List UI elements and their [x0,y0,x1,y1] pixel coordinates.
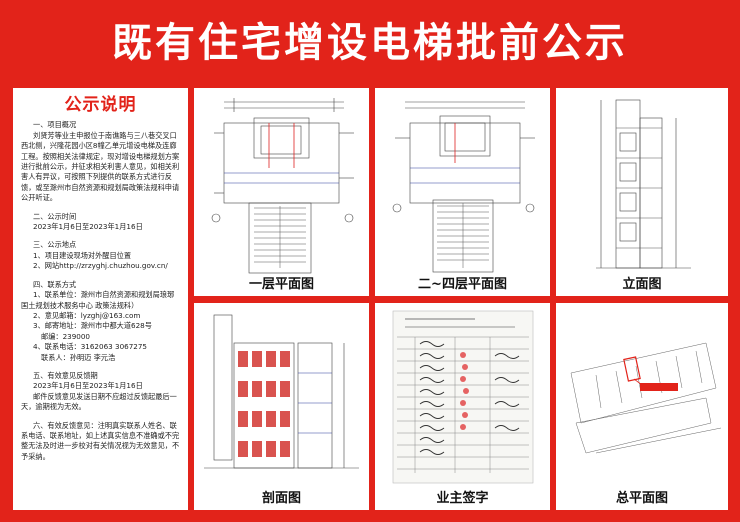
section-2-body: 2023年1月6日至2023年1月16日 [33,222,143,232]
site-plan-drawing [570,342,722,454]
signature-sheet-drawing [392,310,534,484]
section-5-note: 邮件反馈意见发送日期不应超过反馈起最后一天，逾期视为无效。 [21,391,177,412]
section-6-body: 六、有效反馈意见：注明真实联系人姓名、联系电话、联系地址，如上述真实信息不准确或… [21,420,180,461]
caption-site-plan: 总平面图 [615,491,668,506]
section-1-body: 刘贤芳等业主申报位于南谯路与三八巷交叉口西北侧，兴隆花园小区8幢乙单元增设电梯及… [21,130,180,203]
caption-upper-floor-plan: 二~四层平面图 [418,277,507,292]
section-5-body: 2023年1月6日至2023年1月16日 [33,381,143,391]
panel-site-plan: 总平面图 [556,303,728,510]
section-drawing [204,314,359,469]
caption-section: 剖面图 [261,491,301,506]
section-2-title: 二、公示时间 [33,211,77,221]
notice-heading: 公示说明 [64,95,137,115]
section-1-title: 一、项目概况 [33,120,77,130]
section-4-item-2: 2、意见邮箱：lyzghj@163.com [33,310,141,320]
caption-elevation: 立面图 [622,277,662,292]
caption-ground-floor-plan: 一层平面图 [248,277,314,292]
ground-floor-drawing [211,98,354,274]
panel-owner-signatures: 业主签字 [375,303,550,510]
notice-panel: 公示说明 一、项目概况 刘贤芳等业主申报位于南谯路与三八巷交叉口西北侧，兴隆花园… [13,88,188,510]
elevation-drawing [596,99,691,269]
panel-elevation: 立面图 [556,88,728,296]
page-title: 既有住宅增设电梯批前公示 [112,20,628,66]
panel-section: 剖面图 [194,303,369,510]
section-4-item-4: 4、联系电话：3162063 3067275 [33,342,148,352]
section-5-title: 五、有效意见反馈期 [33,370,98,380]
section-4-item-3b: 邮编：239000 [41,331,91,341]
section-4-item-1: 1、联系单位：滁州市自然资源和规划局琅琊国土规划技术服务中心 政策法规科） [21,290,175,310]
panel-upper-floor-plan: 二~四层平面图 [375,88,550,296]
upper-floor-drawing [392,101,535,273]
section-4-item-3: 3、邮寄地址：滁州市中都大道628号 [33,321,152,331]
panel-ground-floor-plan: 一层平面图 [194,88,369,296]
section-4-item-4b: 联系人：孙明迈 李元浩 [41,352,116,362]
section-3-item-2: 2、网站http://zrzyghj.chuzhou.gov.cn/ [33,261,168,271]
caption-owner-signatures: 业主签字 [436,491,489,506]
section-3-item-1: 1、项目建设现场对外醒目位置 [33,250,132,260]
section-4-title: 四、联系方式 [33,279,77,289]
section-3-title: 三、公示地点 [33,240,77,250]
